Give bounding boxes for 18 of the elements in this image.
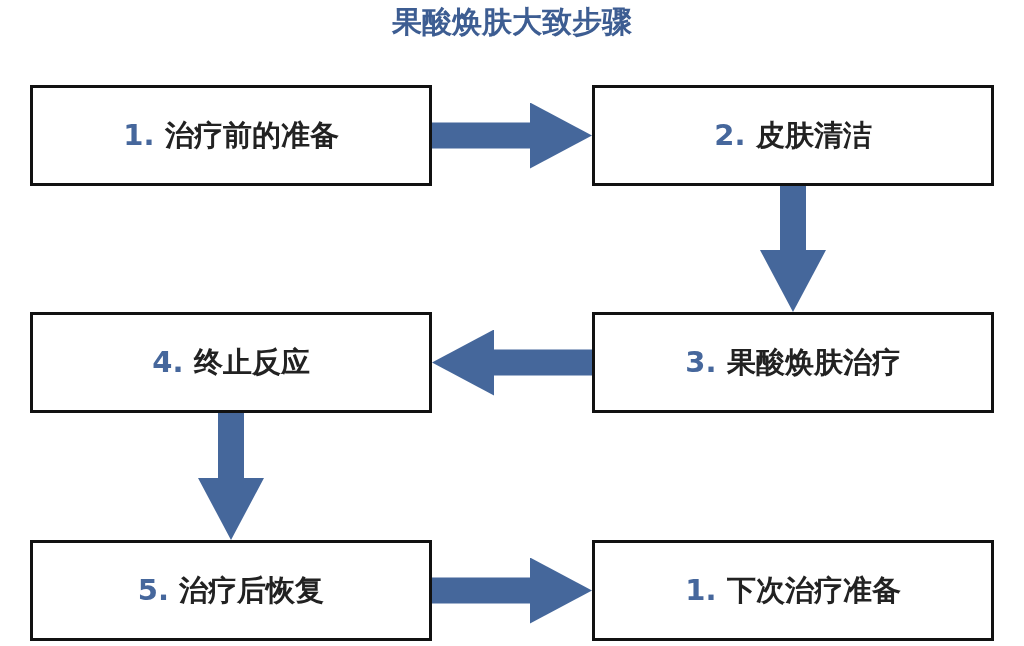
step-label: 1. 治疗前的准备 <box>123 116 339 154</box>
step-label: 1. 下次治疗准备 <box>685 571 901 609</box>
arrow <box>432 102 592 169</box>
step-label: 2. 皮肤清洁 <box>714 116 872 154</box>
arrow <box>198 413 264 540</box>
step-box <box>30 85 432 186</box>
step-label: 5. 治疗后恢复 <box>137 571 325 609</box>
step-box <box>30 312 432 413</box>
arrow <box>432 557 592 624</box>
step-label: 3. 果酸焕肤治疗 <box>685 343 901 381</box>
step-box <box>592 540 994 641</box>
step-box <box>592 85 994 186</box>
arrow <box>760 186 826 312</box>
step-box <box>30 540 432 641</box>
step-label: 4. 终止反应 <box>152 343 310 381</box>
arrow <box>432 329 592 396</box>
diagram-title: 果酸焕肤大致步骤 <box>392 3 632 41</box>
step-box <box>592 312 994 413</box>
